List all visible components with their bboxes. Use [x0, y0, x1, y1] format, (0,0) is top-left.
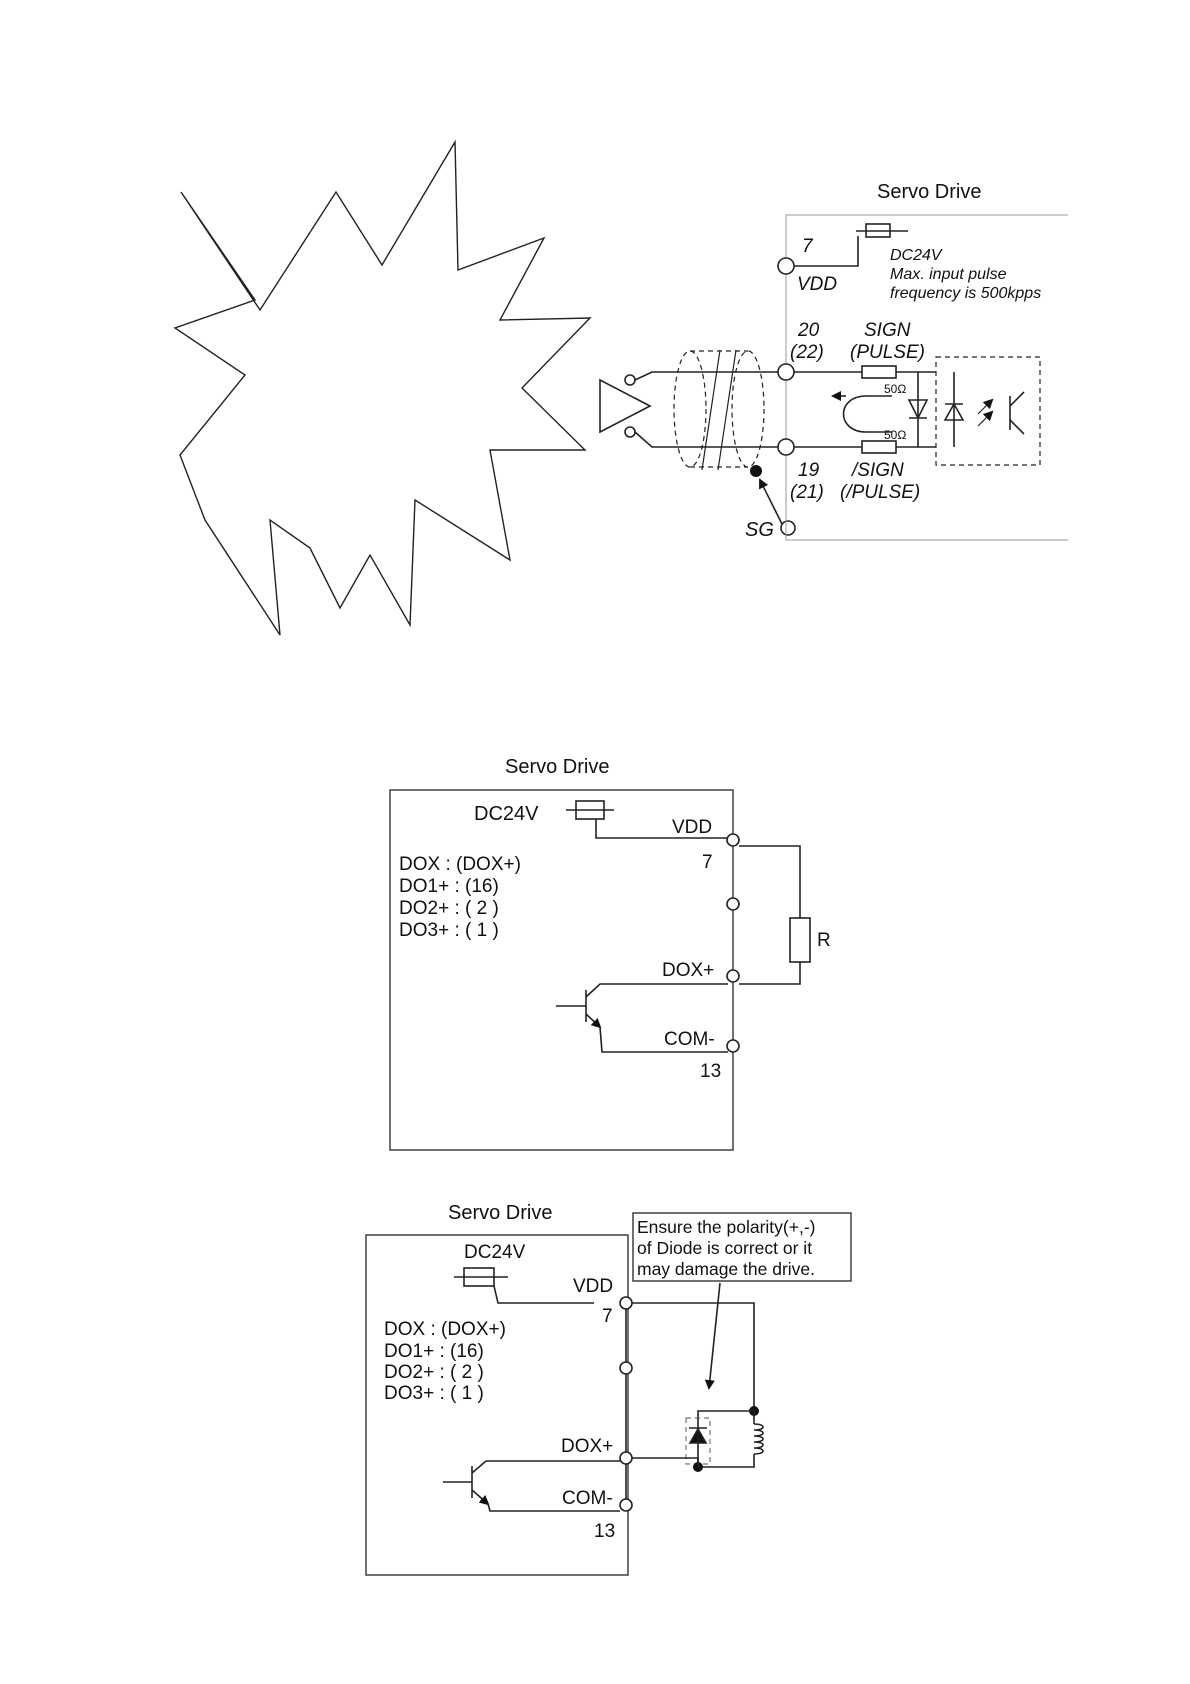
resistor-r-label: R	[817, 930, 831, 951]
dc24v-label-3: DC24V	[464, 1242, 526, 1263]
pin-com-2	[726, 1039, 740, 1053]
dox-map-3-3: DO2+ : ( 2 )	[384, 1362, 484, 1383]
output-transistor-icon-2	[556, 983, 728, 1053]
dox-map-3: DO2+ : ( 2 )	[399, 898, 499, 919]
com-number-3: 13	[594, 1521, 615, 1542]
phototransistor-icon	[1009, 391, 1025, 435]
current-loop-arrow	[842, 395, 892, 433]
pin-vdd	[777, 257, 795, 275]
resistor-bottom-icon	[861, 440, 897, 454]
resistor-r-icon	[789, 917, 811, 963]
optocoupler-box	[935, 356, 1041, 466]
pin-sign-label-alt: (PULSE)	[850, 342, 925, 363]
pin-vdd-3	[619, 1296, 633, 1310]
fuse-icon	[856, 223, 908, 238]
pin-nsign-label: /SIGN	[850, 460, 904, 481]
resistor-bottom-label: 50Ω	[884, 428, 906, 442]
resistor-top-label: 50Ω	[884, 382, 906, 396]
servo-drive-title-3: Servo Drive	[448, 1202, 552, 1224]
max-pulse-note-2: frequency is 500kpps	[890, 285, 1041, 302]
pin-dox-2	[726, 969, 740, 983]
pin-sg-label: SG	[745, 519, 774, 541]
dc24v-label-2: DC24V	[474, 803, 539, 825]
starburst-shape	[173, 139, 592, 636]
shield-ground-dot	[750, 465, 762, 477]
pin-sign	[777, 363, 795, 381]
dox-map-2: DO1+ : (16)	[399, 876, 499, 897]
relay-coil-icon	[753, 1423, 764, 1455]
resistor-top-icon	[861, 365, 897, 379]
com-number-2: 13	[700, 1061, 721, 1082]
com-minus-label-3: COM-	[562, 1488, 613, 1509]
polarity-warning-2: of Diode is correct or it	[637, 1238, 812, 1258]
max-pulse-note-1: Max. input pulse	[890, 266, 1007, 283]
pin-unused-2	[726, 897, 740, 911]
polarity-warning-box	[632, 1212, 852, 1282]
output-transistor-icon-3	[443, 1460, 620, 1512]
polarity-warning-3: may damage the drive.	[637, 1259, 815, 1279]
dox-plus-label-3: DOX+	[561, 1436, 613, 1457]
fuse-icon-2	[566, 800, 733, 839]
shielded-cable-icon	[673, 349, 765, 471]
pin-sign-number: 20	[797, 320, 820, 341]
pulse-input-diagram: SG Servo Drive 7 VDD DC24V Max. input pu…	[173, 139, 1068, 636]
pin-nsign-number-alt: (21)	[790, 482, 824, 503]
pin-vdd-2	[726, 833, 740, 847]
dox-map-3-2: DO1+ : (16)	[384, 1341, 484, 1362]
pin-dox-3	[619, 1451, 633, 1465]
pin-nsign-number: 19	[798, 460, 820, 481]
pin-sign-label: SIGN	[864, 320, 911, 341]
servo-drive-title-2: Servo Drive	[505, 756, 609, 778]
pin-unused-3	[619, 1361, 633, 1375]
pin-com-3	[619, 1498, 633, 1512]
dox-map-4: DO3+ : ( 1 )	[399, 920, 499, 941]
polarity-warning-1: Ensure the polarity(+,-)	[637, 1217, 815, 1237]
dox-map-1: DOX : (DOX+)	[399, 854, 521, 875]
pin-nsign	[777, 438, 795, 456]
com-minus-label-2: COM-	[664, 1029, 715, 1050]
dc24v-label: DC24V	[890, 247, 943, 264]
dox-map-3-1: DOX : (DOX+)	[384, 1319, 506, 1340]
vdd-number-3: 7	[602, 1306, 613, 1327]
pin-nsign-label-alt: (/PULSE)	[840, 482, 920, 503]
vdd-label-2: VDD	[672, 817, 712, 838]
fuse-icon-3	[454, 1267, 594, 1304]
inductive-load-diagram: Servo Drive DC24V VDD 7 DOX : (DOX+) DO1…	[365, 1202, 852, 1576]
servo-drive-title: Servo Drive	[877, 181, 981, 203]
servo-drive-box-3	[365, 1234, 629, 1576]
pin-sign-number-alt: (22)	[790, 342, 824, 363]
diode-icon	[907, 399, 929, 420]
vdd-label-3: VDD	[573, 1276, 613, 1297]
line-driver-icon	[599, 374, 652, 438]
vdd-number-2: 7	[702, 852, 713, 873]
dox-plus-label-2: DOX+	[662, 960, 714, 981]
dox-map-3-4: DO3+ : ( 1 )	[384, 1383, 484, 1404]
led-icon	[943, 402, 965, 421]
pin-vdd-number: 7	[802, 236, 814, 257]
pin-sg	[780, 520, 796, 536]
pin-vdd-label: VDD	[797, 274, 837, 295]
resistive-load-diagram: Servo Drive DC24V VDD 7 DOX : (DOX+) DO1…	[389, 756, 831, 1151]
